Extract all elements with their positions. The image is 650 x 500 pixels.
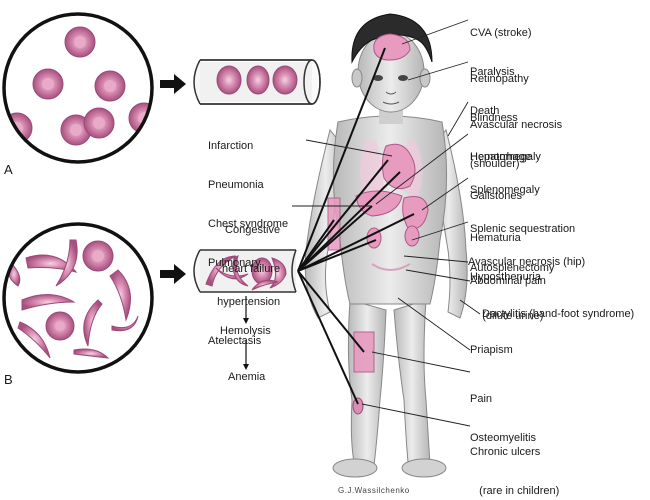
label-line: Pneumonia [208, 179, 264, 191]
normal-cells-circle [2, 12, 154, 164]
kidney [404, 225, 420, 247]
sickle-red-cell [109, 269, 131, 322]
splenomegaly-label: Splenomegaly Splenic sequestration Autos… [470, 158, 575, 288]
label-line: Death [470, 105, 500, 117]
leg-ulcer [352, 397, 364, 415]
label-line: Blindness [470, 112, 518, 124]
dactylitis-label: Dactylitis (hand-foot syndrome) [482, 308, 635, 320]
label-line: heart failure [222, 263, 281, 275]
congestive-heart-failure-label: Congestive heart failure [222, 198, 280, 289]
label-line: hypertension [208, 296, 281, 308]
hematuria-label: Hematuria Hyposthenuria (dilute urine) [470, 206, 543, 336]
hair [351, 13, 433, 64]
label-line: Paralysis [470, 66, 515, 78]
normal-red-cell [94, 70, 126, 102]
anemia-label: Anemia [228, 371, 266, 383]
label-line: Avascular necrosis [470, 119, 563, 131]
sickle-red-cell [17, 321, 51, 359]
label-line: Splenomegaly [470, 184, 540, 196]
label-line: Infarction [208, 140, 254, 152]
sickle-red-cell [83, 299, 103, 347]
sickle-cells-circle [2, 222, 154, 374]
stroke-label: CVA (stroke) Paralysis Death [470, 1, 532, 131]
connector-rays [297, 47, 415, 405]
normal-red-cell [60, 114, 92, 146]
normal-red-cell [32, 68, 64, 100]
label-line: Pain [470, 393, 493, 405]
leader-lines [292, 19, 481, 427]
panel-label-a: A [4, 162, 13, 177]
priapism-label: Priapism [470, 344, 513, 356]
label-line: Congestive [225, 224, 281, 236]
pulmonary-complications: Infarction Pneumonia Chest syndrome Pulm… [208, 114, 288, 361]
label-line: (rare in children) [470, 485, 560, 497]
label-line: Chest syndrome [208, 218, 289, 230]
label-line: Osteomyelitis [470, 432, 537, 444]
sickle-red-cell [111, 315, 139, 332]
label-line: Atelectasis [208, 335, 262, 347]
sickle-red-cell [55, 239, 78, 287]
label-line: Autosplenectomy [470, 262, 555, 274]
occluded-blood-vessel [193, 249, 297, 293]
artist-signature: G.J.Wassilchenko [338, 486, 410, 495]
chronic-ulcers-label: Chronic ulcers (rare in children) [470, 420, 559, 500]
label-line: Hemorrhage [470, 151, 532, 163]
child-figure [304, 13, 468, 478]
label-line: Hyposthenuria [470, 271, 541, 283]
label-line: CVA (stroke) [470, 27, 532, 39]
panel-label-b: B [4, 372, 13, 387]
hepatomegaly-label: Hepatomegaly Gallstones [470, 125, 541, 216]
sickle-red-cell [73, 348, 110, 359]
normal-red-cell [82, 240, 114, 272]
hemolysis-label: Hemolysis [220, 325, 271, 337]
arrow-right-icon [160, 264, 186, 284]
label-line: Pulmonary [208, 257, 261, 269]
retinopathy-label: Retinopathy Blindness Hemorrhage [470, 47, 531, 177]
spleen [402, 196, 429, 230]
avascular-necrosis-shoulder-label: Avascular necrosis (shoulder) [470, 93, 562, 184]
label-line: Splenic sequestration [470, 223, 576, 235]
abdominal-pain-label: Abdominal pain [470, 275, 546, 287]
label-line: Hepatomegaly [470, 151, 541, 163]
normal-blood-vessel [193, 59, 321, 105]
label-line: Retinopathy [470, 73, 529, 85]
normal-red-cell [64, 26, 96, 58]
sickle-red-cell [21, 294, 76, 311]
label-line: (shoulder) [470, 158, 520, 170]
pain-osteomyelitis-label: Pain Osteomyelitis [470, 367, 536, 458]
arrow-right-icon [160, 74, 186, 94]
normal-red-cell [45, 311, 75, 341]
label-line: Hematuria [470, 232, 521, 244]
label-line: Chronic ulcers [470, 446, 541, 458]
normal-red-cell [83, 107, 115, 139]
avascular-necrosis-hip-label: Avascular necrosis (hip) [468, 256, 586, 268]
label-line: Gallstones [470, 190, 522, 202]
label-line: (dilute urine) [470, 310, 544, 322]
sickle-red-cell [25, 254, 78, 273]
